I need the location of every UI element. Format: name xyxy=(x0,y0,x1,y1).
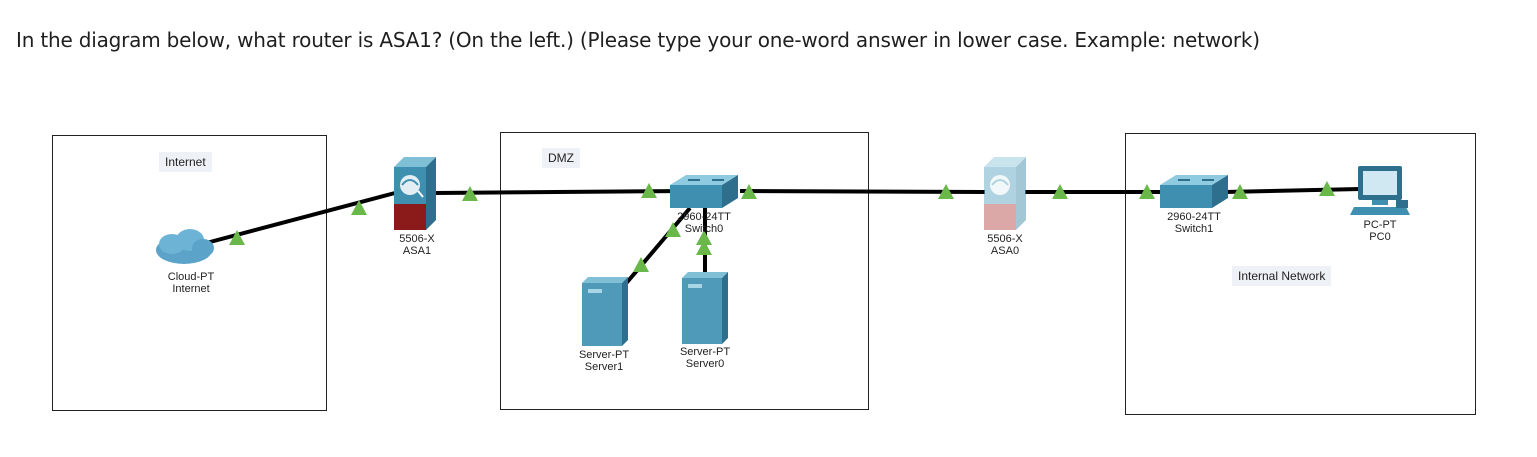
pc-icon xyxy=(1350,166,1410,215)
link-up-icon xyxy=(696,240,712,255)
link-up-icon xyxy=(741,184,757,199)
firewall-icon xyxy=(394,157,436,230)
switch0-name: Switch0 xyxy=(684,223,724,235)
internal-zone-label: Internal Network xyxy=(1232,266,1332,286)
pc0-model: PC-PT xyxy=(1363,219,1397,231)
pc0-label: PC-PT PC0 xyxy=(1364,219,1397,243)
question-text: In the diagram below, what router is ASA… xyxy=(16,28,1260,52)
link-up-icon xyxy=(1232,184,1248,199)
switch1-name: Switch1 xyxy=(1174,223,1214,235)
server1-name: Server1 xyxy=(584,361,624,373)
server0-name: Server0 xyxy=(685,358,725,370)
link-up-icon xyxy=(938,184,954,199)
link-up-icon xyxy=(1139,184,1155,199)
link-switch0-server1 xyxy=(621,206,692,289)
switch1-model: 2960-24TT xyxy=(1167,211,1221,223)
firewall-icon xyxy=(984,157,1026,230)
switch1-label: 2960-24TT Switch1 xyxy=(1167,211,1221,235)
link-up-icon xyxy=(633,257,649,272)
dmz-zone-label: DMZ xyxy=(542,148,580,168)
link-up-icon xyxy=(1052,184,1068,199)
asa1-name: ASA1 xyxy=(402,245,432,257)
asa0-model: 5506-X xyxy=(987,233,1023,245)
asa0-label: 5506-X ASA0 xyxy=(987,233,1022,257)
link-up-icon xyxy=(462,186,478,201)
internet-zone-label: Internet xyxy=(159,152,212,172)
server-icon xyxy=(582,277,628,346)
server1-label: Server-PT Server1 xyxy=(579,349,629,373)
link-up-icon xyxy=(641,183,657,198)
asa1-model: 5506-X xyxy=(399,233,435,245)
link-up-icon xyxy=(1319,181,1335,196)
server1-model: Server-PT xyxy=(578,349,630,361)
link-switch1-pc0 xyxy=(1224,187,1361,194)
cloud-icon xyxy=(156,229,214,264)
cloud-label: Cloud-PT Internet xyxy=(168,271,214,295)
link-cloud-asa1 xyxy=(194,191,396,248)
asa1-label: 5506-X ASA1 xyxy=(399,233,434,257)
switch-icon xyxy=(670,175,738,208)
switch0-label: 2960-24TT Switch0 xyxy=(677,211,731,235)
link-up-icon xyxy=(696,230,712,245)
link-up-icon xyxy=(351,200,367,215)
link-up-icon xyxy=(229,230,245,245)
internet-zone xyxy=(52,135,327,411)
link-up-icon xyxy=(665,222,681,237)
cloud-model: Cloud-PT xyxy=(167,271,215,283)
asa0-name: ASA0 xyxy=(990,245,1020,257)
server0-label: Server-PT Server0 xyxy=(680,346,730,370)
switch-icon xyxy=(1160,175,1228,208)
cloud-name: Internet xyxy=(172,283,210,295)
pc0-name: PC0 xyxy=(1369,231,1391,243)
server0-model: Server-PT xyxy=(679,346,731,358)
server-icon xyxy=(682,272,728,344)
switch0-model: 2960-24TT xyxy=(677,211,731,223)
